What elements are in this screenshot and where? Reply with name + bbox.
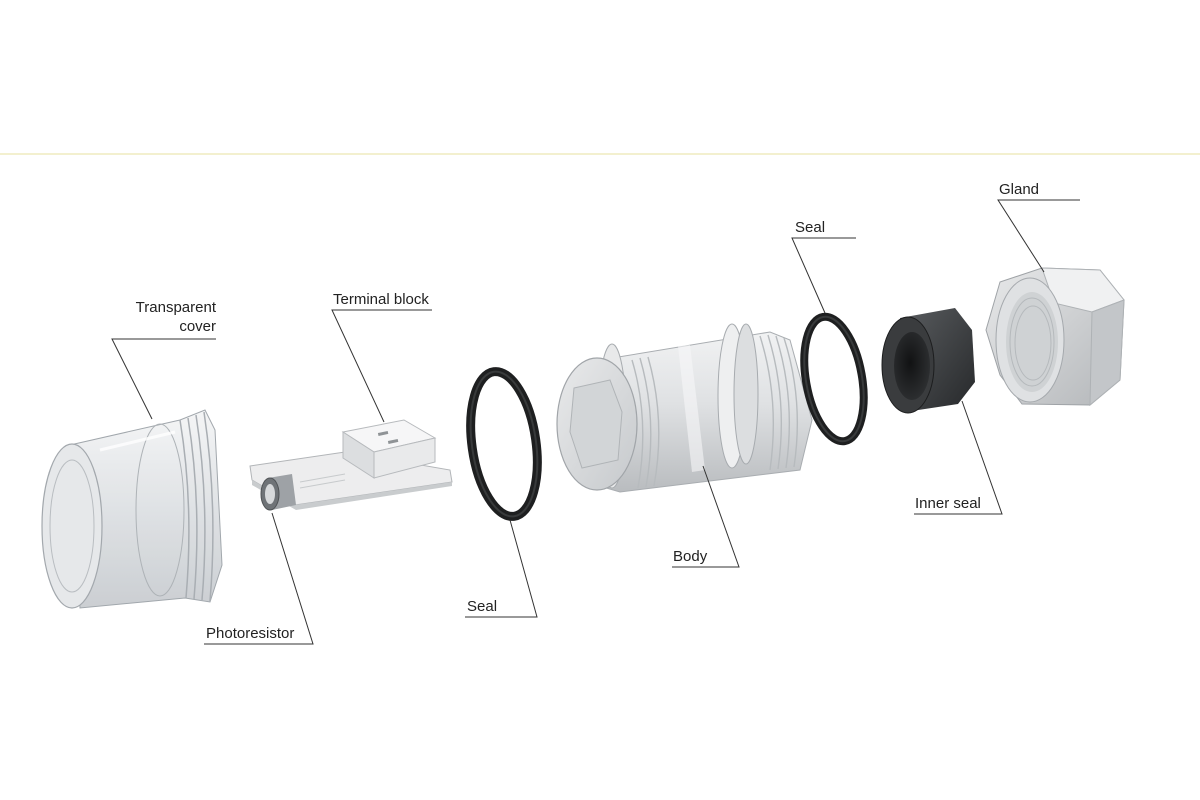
- label-terminal-block: Terminal block: [333, 291, 429, 308]
- label-transparent-cover-line2: cover: [179, 318, 216, 335]
- leader-inner-seal: [914, 400, 1003, 515]
- leader-transparent-cover: [111, 338, 216, 420]
- label-seal-left: Seal: [467, 598, 498, 615]
- inner-seal: [881, 308, 975, 414]
- gland: [985, 267, 1125, 407]
- label-inner-seal: Inner seal: [915, 495, 981, 512]
- seal-left: [466, 367, 542, 521]
- label-seal-right: Seal: [795, 219, 826, 236]
- label-transparent-cover-line1: Transparent: [135, 299, 216, 316]
- photoresistor: [260, 474, 296, 511]
- label-gland: Gland: [999, 181, 1040, 198]
- label-body: Body: [673, 548, 708, 565]
- transparent-cover: [41, 409, 223, 609]
- leader-seal-right: [791, 237, 856, 314]
- leader-photoresistor: [204, 512, 314, 645]
- label-photoresistor: Photoresistor: [206, 625, 295, 642]
- leader-gland: [997, 199, 1080, 273]
- leader-body: [672, 465, 740, 568]
- seal-right: [800, 312, 868, 446]
- leader-seal-left: [465, 519, 538, 618]
- body: [556, 323, 813, 493]
- label-transparent-cover: Transparent cover: [112, 298, 216, 336]
- leader-terminal-block: [331, 309, 432, 423]
- terminal-block: [249, 419, 453, 510]
